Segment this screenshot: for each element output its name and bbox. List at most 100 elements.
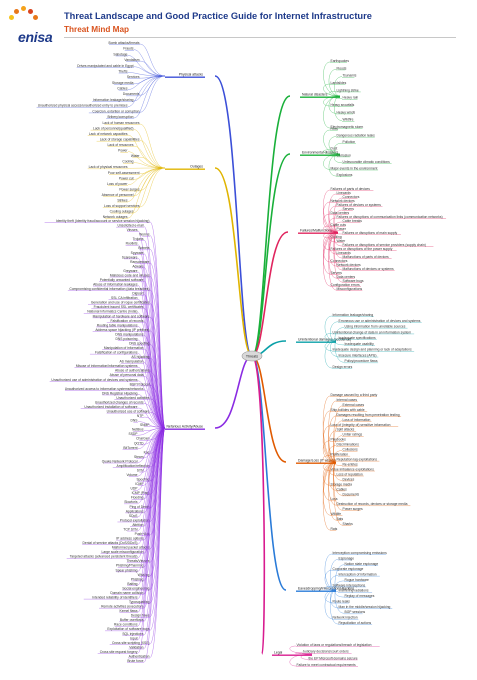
leaf-label: Explosions [337, 173, 353, 177]
leaf-connector [127, 167, 166, 219]
branch-connector [251, 355, 266, 655]
leaf-label: Destruction of records, devices or stora… [337, 502, 408, 506]
leaf-label: Remote activities (execution) [101, 605, 143, 609]
leaf-label: Cooling [331, 235, 342, 239]
leaf-label: Protocol exploitation [120, 518, 150, 522]
leaf-label: Lack of personnel(qualified) [93, 127, 134, 131]
leaf-label: Baiting [127, 582, 137, 586]
leaf-label: Phishing/Pharming [116, 564, 144, 568]
leaf-label: Malformed packet attacks [112, 546, 150, 550]
leaf-label: Trojans [133, 237, 144, 241]
branch-connector [251, 355, 287, 591]
leaf-label: Spyware [131, 251, 144, 255]
leaf-label: Rootkits [126, 242, 138, 246]
leaf-label: Inadequate usability [345, 342, 375, 346]
leaf-label: Espionage [339, 556, 355, 560]
leaf-label: Cables [117, 87, 128, 91]
leaf-label: DNS poisoning [116, 337, 138, 341]
leaf-connector [323, 149, 341, 155]
leaf-label: Loss of reputation [337, 472, 363, 476]
leaf-label: Generation and use of rogue certificates [91, 301, 150, 305]
leaf-connector [127, 75, 166, 107]
leaf-label: Manipulation of hardware and software [93, 314, 150, 318]
leaf-label: Discriminations [337, 443, 360, 447]
leaf-label: Vandalism [124, 58, 139, 62]
leaf-connector [324, 340, 337, 351]
leaf-label: Cables [337, 487, 348, 491]
leaf-label: Unauthorized activities [116, 396, 150, 400]
leaf-label: Botnets [138, 246, 150, 250]
leaf-label: NetBios [132, 428, 144, 432]
leaf-label: Services [127, 75, 140, 79]
leaf-label: NTP [137, 414, 144, 418]
leaf-label: the EP Microsoft domains seizure [309, 656, 358, 660]
leaf-label: Malfunctions of devices or systems [343, 267, 394, 271]
leaf-connector [324, 589, 337, 619]
leaf-connector [143, 253, 166, 429]
leaf-label: Lack of physical resources [89, 165, 128, 169]
leaf-connector [334, 340, 345, 346]
leaf-label: QOTD [134, 441, 144, 445]
leaf-label: Rogue hardware [345, 578, 370, 582]
leaf-connector [330, 340, 339, 357]
leaf-label: TCP SYN [123, 527, 138, 531]
leaf-label: ICMP (Ping) [132, 491, 150, 495]
leaf-label: Worms [139, 233, 150, 237]
leaf-label: IP address options [116, 537, 144, 541]
leaf-label: Playbooks [331, 438, 347, 442]
leaf-label: Cooling outages [110, 209, 134, 213]
leaf-label: Buffer overflows [120, 618, 144, 622]
leaf-label: SYN [137, 468, 144, 472]
branch-label-physical-attacks: Physical attacks [179, 72, 204, 76]
leaf-label: ICMP [135, 482, 144, 486]
logo-dot-icon [9, 15, 14, 20]
leaf-label: Power [118, 149, 128, 153]
leaf-label: Applications [126, 509, 144, 513]
leaf-label: Inadequate design and planning or lack o… [333, 348, 413, 352]
leaf-label: Corporate espionage [333, 567, 364, 571]
leaf-label: Documents [343, 492, 360, 496]
leaf-label: Linecards [337, 191, 352, 195]
leaf-connector [143, 362, 166, 429]
leaf-label: Dust [331, 147, 338, 151]
leaf-label: Loss of support services [104, 204, 140, 208]
leaf-label: Authentication [129, 654, 150, 658]
leaf-label: Identity theft (Identity fraud/account o… [56, 219, 150, 223]
leaf-label: Poor self-assessment [108, 171, 140, 175]
leaf-label: Policy/procedure flaws [345, 359, 378, 363]
leaf-label: Unauthorized changes of records [95, 400, 144, 404]
leaf-label: Amplification/reflection [117, 464, 150, 468]
branch-connector [214, 75, 253, 357]
leaf-label: Unintentional change of data in an infor… [333, 330, 412, 334]
leaf-label: Interfering radiations [339, 589, 369, 593]
leaf-label: Connectors [343, 195, 360, 199]
leaf-label: Quake Network Protocol [102, 459, 138, 463]
branch-connector [214, 167, 253, 357]
leaf-label: Lack of resources [107, 143, 133, 147]
leaf-connector [133, 66, 166, 77]
leaf-label: Compromising confidential information (d… [69, 287, 149, 291]
leaf-label: Abuse of personal data [110, 373, 144, 377]
leaf-connector [137, 427, 166, 654]
leaf-label: Input [130, 636, 137, 640]
branch-label-legal: Legal [274, 650, 283, 654]
leaf-connector [127, 167, 166, 202]
leaf-label: Rats [331, 527, 338, 531]
logo-dot-icon [14, 9, 19, 14]
branch-label-eavesdropping-interception-hijacking: Eavesdropping/Interception/Hijacking [298, 586, 354, 590]
leaf-label: Route leaks [333, 599, 351, 603]
leaf-label: Typosquatting [129, 600, 150, 604]
branch-label-nefarious-activity-abuse: Nefarious Activity/Abuse [166, 424, 203, 428]
leaf-label: Routing table manipulations [97, 323, 138, 327]
leaf-connector [137, 427, 166, 436]
leaf-connector [137, 353, 166, 429]
leaf-label: Loss of information [343, 418, 371, 422]
leaf-label: External cases [343, 403, 365, 407]
leaf-label: Unauthorized installation of software [84, 405, 137, 409]
leaf-label: DNS Registrar Hijacking [102, 391, 138, 395]
leaf-label: Strikes [117, 198, 127, 202]
leaf-connector [137, 427, 166, 640]
leaf-label: BitTorrent [123, 446, 137, 450]
leaf-label: Cooling [122, 160, 133, 164]
leaf-label: CharGen [136, 437, 150, 441]
